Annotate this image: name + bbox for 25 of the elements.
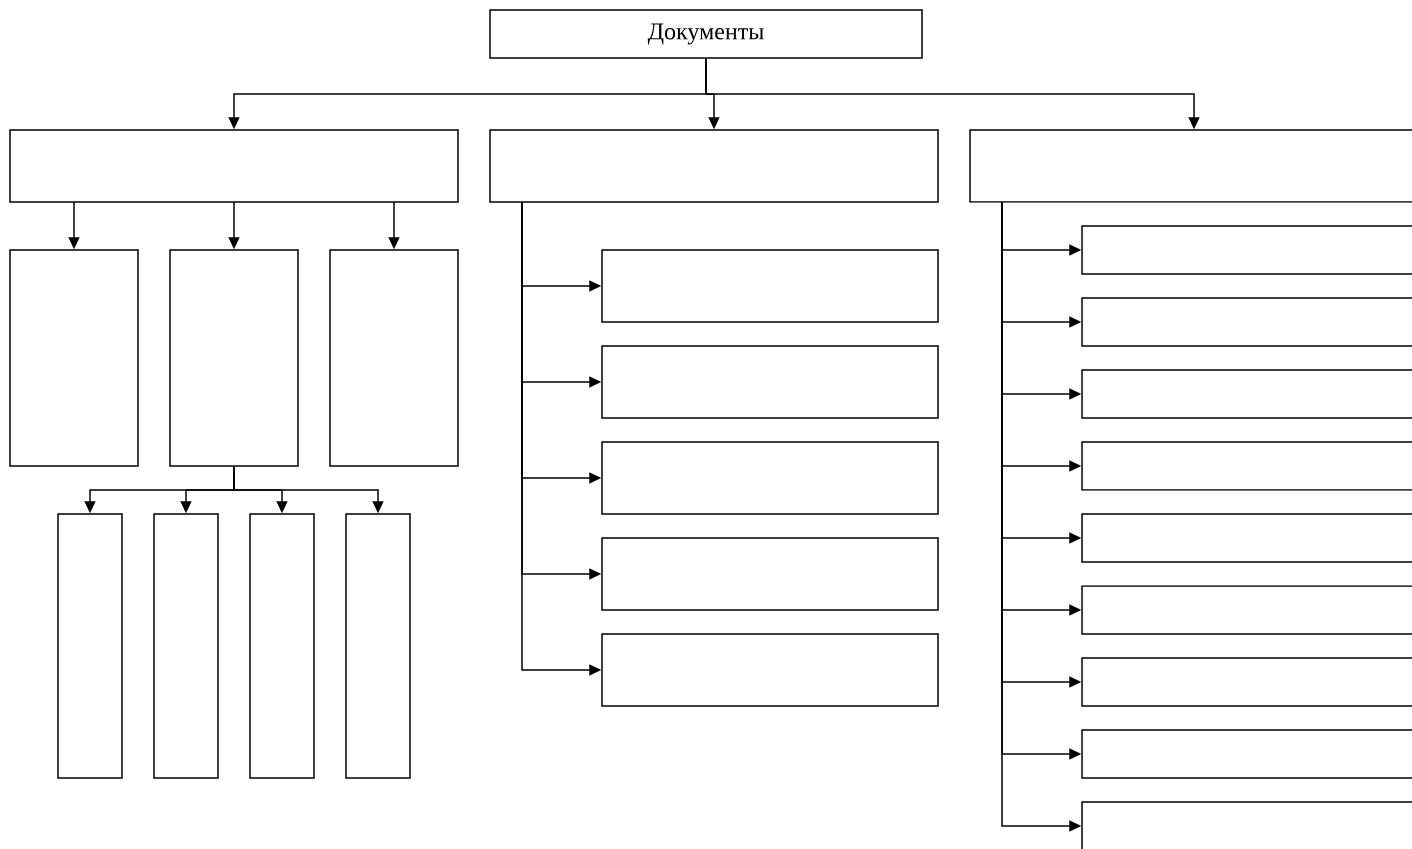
empty-box: [601, 633, 939, 707]
empty-box: [153, 513, 219, 779]
empty-box: [969, 129, 1412, 203]
empty-box: [601, 441, 939, 515]
empty-box: [1081, 729, 1412, 779]
empty-box: [1081, 657, 1412, 707]
empty-box: [601, 345, 939, 419]
empty-box: [169, 249, 299, 467]
empty-box: [1081, 513, 1412, 563]
empty-box: [9, 249, 139, 467]
empty-box: [489, 129, 939, 203]
empty-box: [601, 537, 939, 611]
empty-box: [601, 249, 939, 323]
empty-box: [345, 513, 411, 779]
empty-box: [329, 249, 459, 467]
heading-box: Документы: [489, 9, 923, 59]
empty-box: [249, 513, 315, 779]
empty-box: [1081, 369, 1412, 419]
empty-box: [9, 129, 459, 203]
empty-box: [1081, 297, 1412, 347]
empty-box: [57, 513, 123, 779]
empty-box: [1081, 801, 1412, 849]
empty-box: [1081, 225, 1412, 275]
empty-box: [1081, 441, 1412, 491]
empty-box: [1081, 585, 1412, 635]
